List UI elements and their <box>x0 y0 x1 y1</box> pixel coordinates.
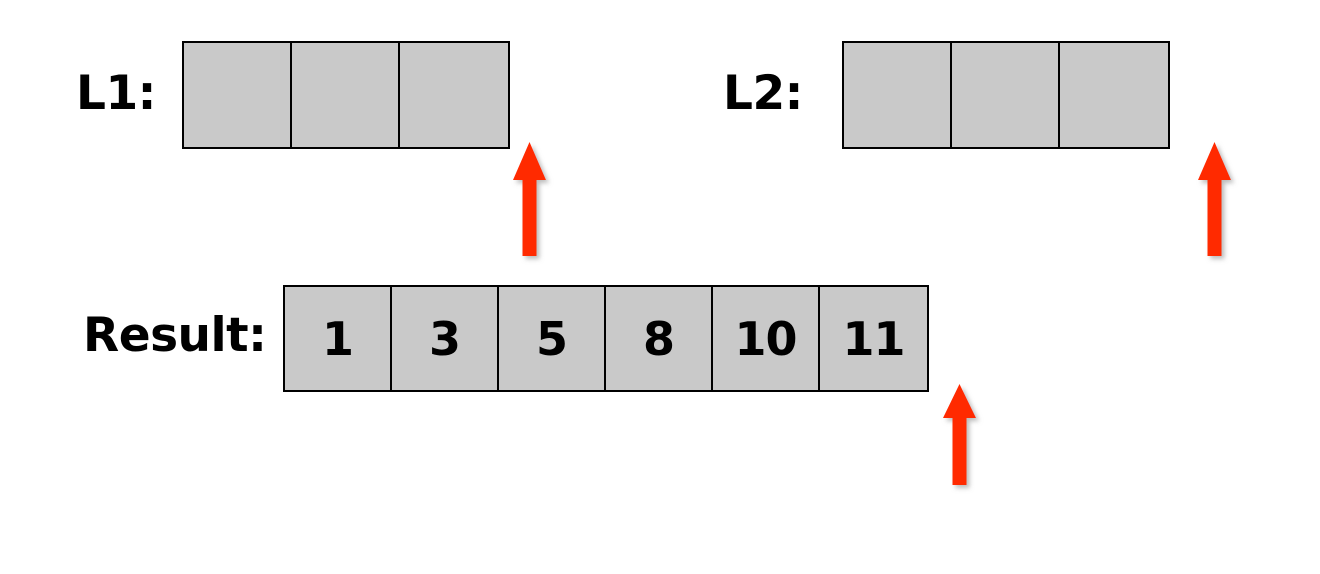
l1-cell-2[interactable] <box>400 43 509 147</box>
result-pointer-arrow-icon <box>938 382 982 487</box>
result-cell-4[interactable]: 10 <box>713 287 820 390</box>
l1-label: L1: <box>76 66 156 121</box>
l1-cell-row <box>182 41 510 149</box>
l2-label: L2: <box>723 66 803 121</box>
l2-cell-2[interactable] <box>1060 43 1169 147</box>
result-cell-0[interactable]: 1 <box>285 287 392 390</box>
result-cell-row: 1 3 5 8 10 11 <box>283 285 929 392</box>
result-cell-5[interactable]: 11 <box>820 287 927 390</box>
result-label: Result: <box>83 308 267 363</box>
l1-pointer-arrow-icon <box>508 140 552 258</box>
result-cell-2[interactable]: 5 <box>499 287 606 390</box>
l2-pointer-arrow-icon <box>1193 140 1237 258</box>
l1-cell-0[interactable] <box>184 43 293 147</box>
l2-cell-row <box>842 41 1170 149</box>
l2-cell-1[interactable] <box>952 43 1061 147</box>
result-cell-3[interactable]: 8 <box>606 287 713 390</box>
l1-cell-1[interactable] <box>292 43 401 147</box>
l2-cell-0[interactable] <box>844 43 953 147</box>
result-cell-1[interactable]: 3 <box>392 287 499 390</box>
